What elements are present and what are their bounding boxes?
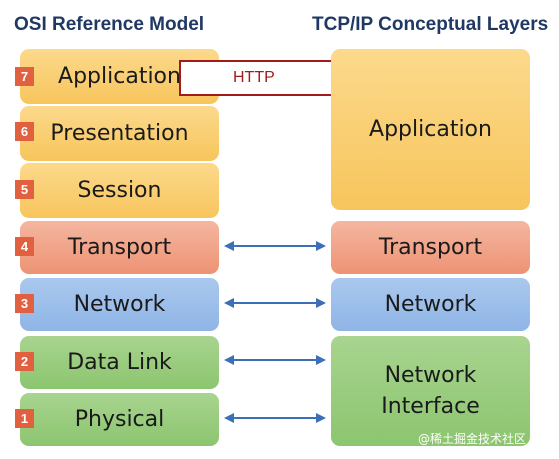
osi-layer-label: Presentation: [50, 121, 189, 146]
watermark: @稀土掘金技术社区: [418, 432, 527, 446]
osi-layer-transport: Transport: [20, 221, 219, 274]
tcpip-layer-label: Network Interface: [381, 363, 480, 419]
transport-mapping-arrow: [224, 241, 326, 251]
tcpip-layer-application: Application: [331, 49, 530, 210]
tcpip-layer-label: Application: [369, 117, 492, 142]
tcpip-layer-network: Network: [331, 278, 530, 331]
osi-layer-data-link: Data Link: [20, 336, 219, 389]
osi-layer-label: Physical: [74, 407, 165, 432]
osi-layer-network: Network: [20, 278, 219, 331]
network-mapping-arrow: [224, 298, 326, 308]
layer-number-badge: 7: [15, 67, 34, 86]
osi-model-heading: OSI Reference Model: [14, 14, 205, 35]
osi-layer-label: Application: [58, 64, 181, 89]
layer-number-badge: 5: [15, 180, 34, 199]
osi-layer-label: Session: [77, 178, 162, 203]
physical-mapping-arrow: [224, 413, 326, 423]
osi-layer-label: Transport: [67, 235, 172, 260]
tcpip-layer-transport: Transport: [331, 221, 530, 274]
layer-number-badge: 6: [15, 122, 34, 141]
tcpip-layers-heading: TCP/IP Conceptual Layers: [312, 14, 549, 35]
data-link-mapping-arrow: [224, 355, 326, 365]
tcpip-layer-label: Network: [384, 292, 477, 317]
osi-layer-label: Network: [73, 292, 166, 317]
tcpip-layer-network-interface: Network Interface: [331, 336, 530, 446]
osi-layer-label: Data Link: [67, 350, 172, 375]
layer-number-badge: 3: [15, 294, 34, 313]
tcpip-layer-label: Transport: [378, 235, 483, 260]
osi-layer-presentation: Presentation: [20, 106, 219, 161]
layer-number-badge: 2: [15, 352, 34, 371]
http-callout-box: HTTP: [179, 60, 335, 96]
layer-number-badge: 4: [15, 237, 34, 256]
osi-layer-physical: Physical: [20, 393, 219, 446]
osi-layer-session: Session: [20, 163, 219, 218]
http-callout-label: HTTP: [233, 69, 275, 86]
layer-number-badge: 1: [15, 409, 34, 428]
